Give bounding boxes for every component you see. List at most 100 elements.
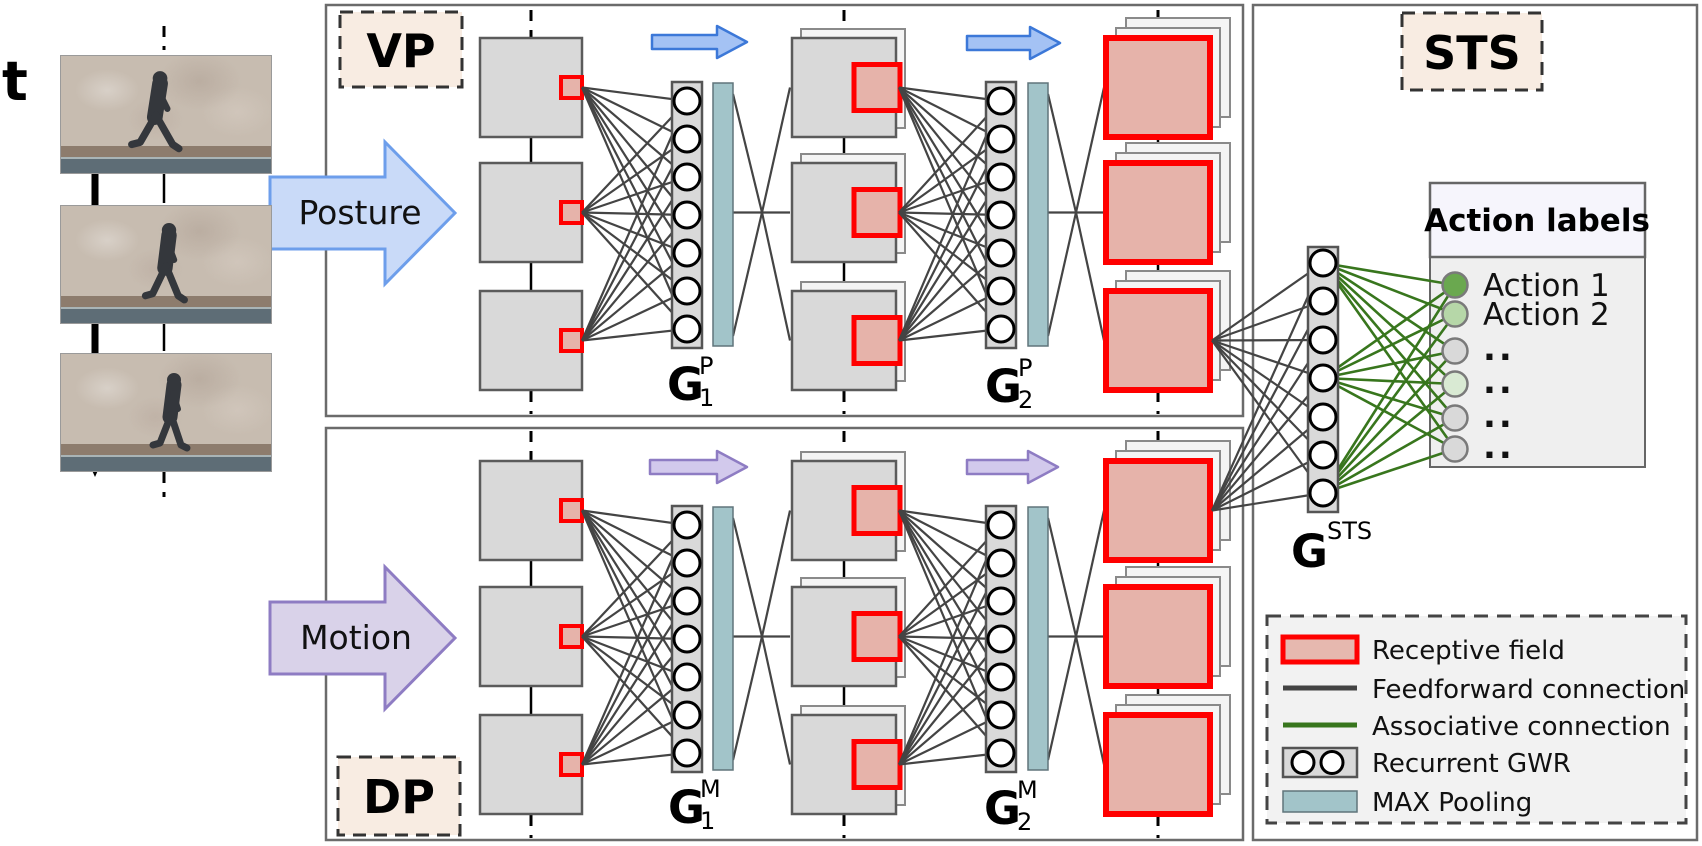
feedforward-line xyxy=(581,86,688,178)
feedforward-line xyxy=(581,327,688,342)
output-receptive-map xyxy=(1103,35,1213,140)
gwr-node xyxy=(1308,440,1338,470)
frame-road-strip xyxy=(61,306,271,323)
gwr-node xyxy=(986,314,1016,344)
feedforward-line xyxy=(581,714,688,766)
gwr-node xyxy=(1308,286,1338,316)
output-receptive-map xyxy=(1103,712,1213,817)
walking-person-icon xyxy=(141,223,188,304)
gwr-node xyxy=(672,86,702,116)
associative-line xyxy=(1322,312,1456,380)
max-pooling-bar xyxy=(1027,82,1049,347)
dp-tag-label: DP xyxy=(363,770,435,824)
gwr-node xyxy=(672,200,702,230)
max-pooling-bar xyxy=(712,506,734,771)
gwr-node xyxy=(986,238,1016,268)
feedforward-line xyxy=(897,524,1003,765)
action-label-ellipsis: .. xyxy=(1483,329,1515,369)
receptive-field xyxy=(851,315,903,366)
action-labels-header xyxy=(1428,181,1647,259)
gwr-node xyxy=(986,700,1016,730)
feedforward-line xyxy=(581,86,688,140)
gwr-node xyxy=(986,86,1016,116)
feedforward-line xyxy=(760,636,792,765)
feedforward-line xyxy=(898,635,1002,641)
motion-arrow-label: Motion xyxy=(300,618,412,657)
video-frame-2 xyxy=(60,205,272,324)
receptive-field xyxy=(851,187,903,238)
feedforward-line xyxy=(898,175,1002,214)
associative-line xyxy=(1321,313,1457,494)
feedforward-line xyxy=(581,138,688,214)
legend-gwr-node-icon xyxy=(1319,750,1345,775)
vp-g2-superscript: P xyxy=(1018,354,1032,382)
feedforward-line xyxy=(898,510,1002,716)
feedforward-line xyxy=(581,509,688,602)
vp-g1-subscript: 1 xyxy=(699,384,714,412)
vp-flow-arrow-2-icon xyxy=(965,25,1062,61)
feedforward-line xyxy=(581,635,688,716)
feedforward-line xyxy=(581,86,688,103)
feedforward-line xyxy=(898,599,1002,638)
feedforward-line xyxy=(581,176,688,342)
sts-g-superscript: STS xyxy=(1327,517,1372,545)
dp-g1-label: G xyxy=(668,781,705,834)
generated-geometry-layer xyxy=(162,10,1457,838)
output-receptive-map xyxy=(1103,458,1213,563)
dp-tag-box xyxy=(336,755,462,837)
dp-flow-arrow-2-icon xyxy=(965,449,1060,485)
feedforward-line xyxy=(581,211,688,217)
feedforward-line xyxy=(898,676,1002,766)
legend-item-label: MAX Pooling xyxy=(1372,788,1532,818)
gwr-node xyxy=(986,200,1016,230)
associative-line xyxy=(1322,262,1456,419)
feedforward-line xyxy=(898,86,1002,216)
vp-flow-arrow-1-icon xyxy=(650,24,749,60)
gwr-node xyxy=(986,548,1016,578)
receptive-field xyxy=(851,611,903,662)
action-node xyxy=(1441,435,1469,463)
feedforward-line xyxy=(580,524,689,765)
legend-max-pooling-swatch xyxy=(1282,790,1358,813)
gwr-node xyxy=(672,238,702,268)
gwr-node xyxy=(672,738,702,768)
receptive-field xyxy=(851,739,903,790)
feedforward-line xyxy=(1211,299,1324,342)
sts-section-box xyxy=(1251,3,1699,842)
gwr-node xyxy=(986,162,1016,192)
feedforward-line xyxy=(1211,338,1324,342)
action-label: Action 1 xyxy=(1483,268,1610,304)
vp-tag-label: VP xyxy=(366,24,435,78)
feedforward-line xyxy=(898,635,1002,679)
feedforward-line xyxy=(898,86,1002,178)
feedforward-line xyxy=(760,212,792,341)
feedforward-line xyxy=(581,751,688,766)
feedforward-line xyxy=(898,211,1002,292)
associative-line xyxy=(1322,382,1456,495)
feedforward-line xyxy=(898,87,1002,292)
feedforward-line xyxy=(581,86,688,254)
action-node xyxy=(1441,404,1469,432)
feedforward-line xyxy=(581,635,688,754)
feedforward-line xyxy=(581,100,688,214)
feedforward-line xyxy=(581,676,688,766)
feedforward-line xyxy=(898,638,1002,766)
feedforward-line xyxy=(898,635,1002,754)
feedforward-line xyxy=(897,100,1003,341)
vp-g1-superscript: P xyxy=(699,352,713,380)
action-label-ellipsis: .. xyxy=(1483,396,1515,436)
gwr-node xyxy=(986,510,1016,540)
feedforward-line xyxy=(1211,339,1324,512)
feedforward-line xyxy=(898,509,1002,678)
feedforward-line xyxy=(1074,510,1106,637)
output-receptive-map xyxy=(1103,584,1213,689)
legend-receptive-field-swatch xyxy=(1280,634,1360,665)
gwr-node xyxy=(672,624,702,654)
motion-arrow-icon xyxy=(268,563,458,713)
gwr-node xyxy=(986,124,1016,154)
action-label-ellipsis: .. xyxy=(1483,362,1515,402)
gwr-node xyxy=(986,624,1016,654)
feedforward-line xyxy=(898,327,1002,342)
gwr-node xyxy=(672,314,702,344)
vp-g2-label: G xyxy=(985,360,1022,413)
